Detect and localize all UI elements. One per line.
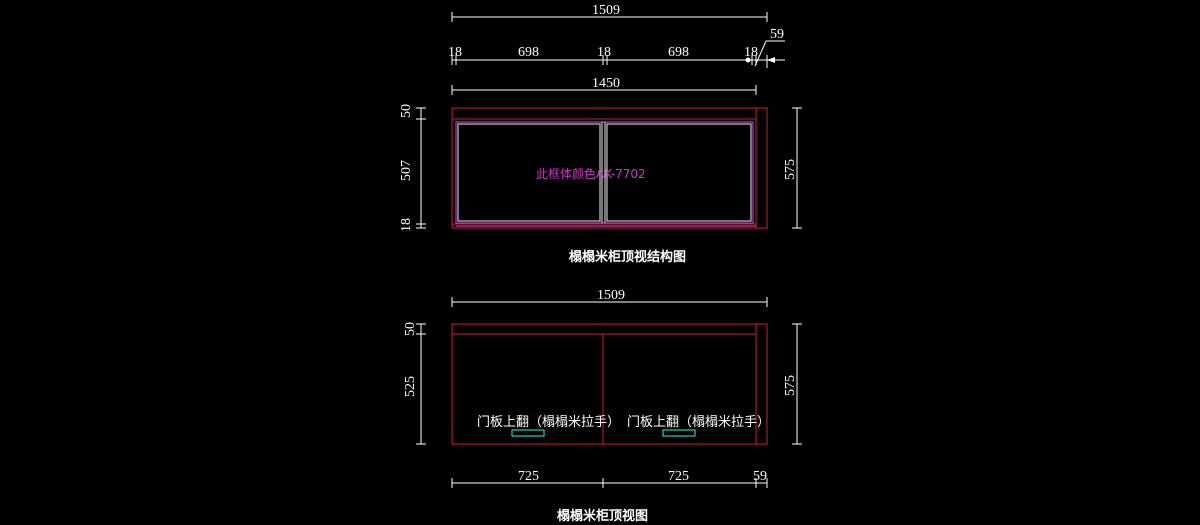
structure-cabinet: 此框体颜色AK-7702 <box>451 107 768 229</box>
dimension-left-stack: 50 507 18 <box>399 104 426 232</box>
dim-label: 1450 <box>592 76 620 91</box>
structure-caption: 榻榻米柜顶视结构图 <box>569 249 686 265</box>
dim-seg-4: 698 <box>668 45 689 60</box>
dim-left-525: 525 <box>403 376 418 397</box>
dim-left-18: 18 <box>399 218 414 232</box>
dim-label: 1509 <box>592 3 620 18</box>
dimension-overall-top: 1509 <box>451 3 768 22</box>
dimension-right-bottom: 575 <box>783 323 802 445</box>
dim-left-507: 507 <box>399 160 414 181</box>
dim-seg-2: 698 <box>518 45 539 60</box>
top-view-caption: 榻榻米柜顶视图 <box>557 508 648 524</box>
dimension-segments: 18 698 18 698 18 <box>448 45 760 65</box>
frame-color-note: 此框体颜色AK-7702 <box>536 166 646 181</box>
dim-left-50: 50 <box>399 104 414 118</box>
dim-seg-3: 18 <box>597 45 611 60</box>
dim-left-50: 50 <box>403 322 418 336</box>
handle-left <box>511 429 545 437</box>
dim-label: 1509 <box>597 288 625 303</box>
dimension-side-59: 59 <box>754 27 785 68</box>
dimension-overall-bottom: 1509 <box>451 288 768 307</box>
structure-view: 1509 18 698 18 698 18 59 <box>399 3 802 265</box>
dim-right-575: 575 <box>783 375 798 396</box>
top-view-cabinet: 门板上翻（榻榻米拉手） 门板上翻（榻榻米拉手） <box>451 323 770 445</box>
dim-bottom-725-right: 725 <box>668 469 689 484</box>
dimension-right: 575 <box>783 107 802 229</box>
door-label-right: 门板上翻（榻榻米拉手） <box>627 415 770 430</box>
dimension-left-stack-bottom: 50 525 <box>403 322 426 445</box>
dim-seg-5: 18 <box>744 45 758 60</box>
dim-bottom-725-left: 725 <box>518 469 539 484</box>
door-label-left: 门板上翻（榻榻米拉手） <box>477 415 620 430</box>
dimension-inner: 1450 <box>451 76 757 95</box>
dim-right-575: 575 <box>783 159 798 180</box>
handle-right <box>662 429 696 437</box>
dim-seg-1: 18 <box>448 45 462 60</box>
dim-label: 59 <box>770 27 784 42</box>
dimension-bottom: 725 725 59 <box>451 469 768 488</box>
dim-bottom-59: 59 <box>753 469 767 484</box>
top-view: 1509 50 525 575 门板上翻（榻榻米拉手） <box>403 288 802 524</box>
